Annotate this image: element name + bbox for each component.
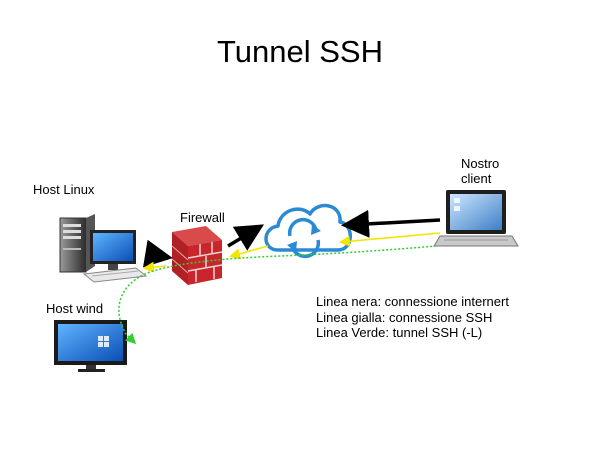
black-line-firewall-cloud [227, 224, 265, 251]
green-tunnel-line [118, 245, 437, 345]
host-wind-label: Host wind [46, 301, 104, 316]
legend-green-line: Linea Verde: tunnel SSH (-L) [316, 325, 483, 340]
legend-yellow-line: Linea gialla: connessione SSH [316, 309, 493, 325]
client-label-line2: client [461, 171, 492, 186]
monitor-icon [54, 320, 127, 372]
black-line-linux-firewall [142, 239, 173, 268]
legend-black-line: Linea nera: connessione internert [316, 294, 509, 309]
client-label-line1: Nostro [461, 156, 500, 171]
yellow-line-client-cloud [338, 232, 441, 247]
black-line-client-cloud [341, 209, 441, 238]
yellow-line-firewall-linux [142, 261, 167, 273]
cloud-icon [264, 203, 352, 259]
host-linux-label: Host Linux [33, 182, 95, 197]
diagram-title: Tunnel SSH [217, 34, 383, 69]
yellow-line-cloud-firewall [228, 245, 269, 260]
client-label: Nostro client [461, 156, 499, 186]
firewall-label: Firewall [180, 210, 225, 225]
server-icon [59, 214, 148, 283]
legend: Linea nera: connessione internert Linea … [316, 294, 509, 341]
laptop-icon [433, 190, 519, 247]
firewall-icon [171, 226, 223, 285]
